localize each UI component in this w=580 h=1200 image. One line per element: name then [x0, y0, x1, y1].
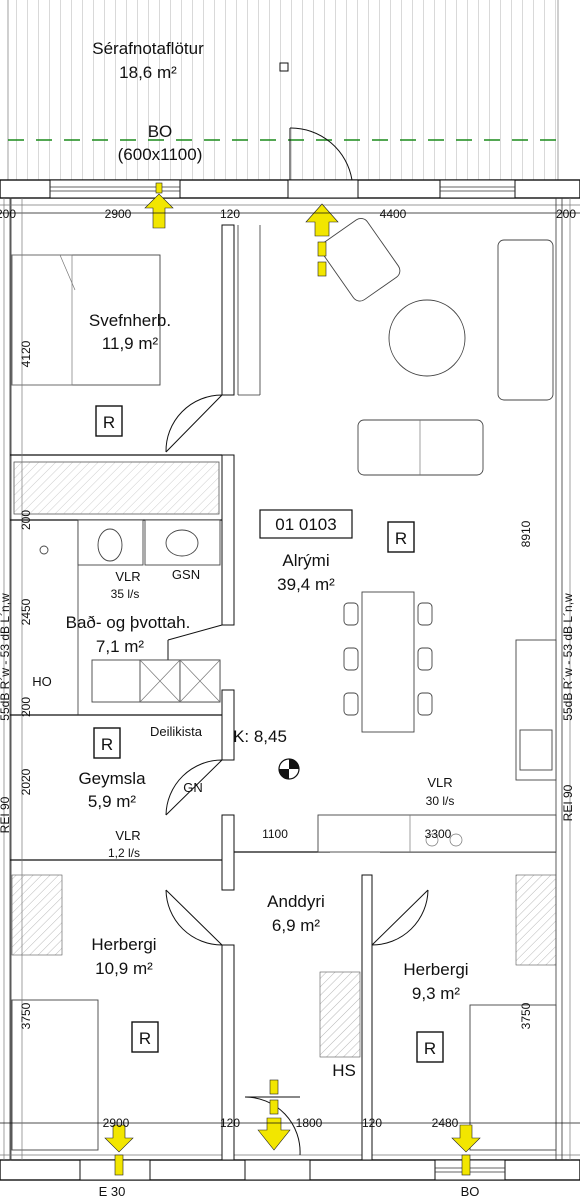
- ho-label: HO: [32, 674, 52, 689]
- dimension-lines: [0, 198, 580, 1160]
- bedroom-main-area: 11,9 m²: [102, 334, 159, 353]
- dim-bottom-1800: 1800: [296, 1116, 323, 1130]
- radiator-label: R: [103, 413, 115, 432]
- dim-living-depth: 8910: [519, 520, 533, 547]
- bath-area: 7,1 m²: [96, 637, 145, 656]
- entry-arrow-icon: [104, 1124, 134, 1176]
- living-furniture: [317, 217, 557, 853]
- terrace-area: 18,6 m²: [119, 63, 177, 82]
- dim-bedroom-depth: 4120: [19, 340, 33, 367]
- hall-area: 6,9 m²: [272, 916, 321, 935]
- radiator-box: [387, 521, 415, 553]
- dim-wall-200: 200: [19, 697, 33, 717]
- hall-name: Anddyri: [267, 892, 325, 911]
- dim-bed-left-depth: 3750: [19, 1002, 33, 1029]
- fire-rating-right: REI 90: [561, 784, 575, 821]
- living-name: Alrými: [282, 551, 329, 570]
- entry-arrow-icon: [305, 203, 339, 277]
- radiator-label: R: [101, 735, 113, 754]
- vlr-living-flow: 30 l/s: [426, 794, 455, 808]
- balcony-name: BO: [148, 122, 173, 141]
- dim-kitchen-3300: 3300: [425, 827, 452, 841]
- terrace-deck: [7, 0, 559, 180]
- dim-bottom-wall-1: 120: [220, 1116, 240, 1130]
- bedroom-main-name: Svefnherb.: [89, 311, 171, 330]
- entry-arrow-icon: [451, 1124, 481, 1176]
- entry-arrows: [104, 182, 481, 1176]
- bedroom-left-name: Herbergi: [91, 935, 156, 954]
- balcony-size: (600x1100): [118, 145, 203, 164]
- gn-label: GN: [183, 780, 203, 795]
- dim-top-right: 4400: [380, 207, 407, 221]
- radiator-label: R: [139, 1029, 151, 1048]
- gsn-label: GSN: [172, 567, 200, 582]
- sound-rating-right: 55dB R´w - 53 dB L´n,w: [561, 593, 575, 721]
- bedroom-right-name: Herbergi: [403, 960, 468, 979]
- fire-rating-left: REI 90: [0, 796, 12, 833]
- vlr-bath-label: VLR: [115, 569, 140, 584]
- bedroom-lower-furniture: [11, 874, 557, 1151]
- interior-walls: [10, 224, 556, 1161]
- apartment-id: 01 0103: [275, 515, 336, 534]
- dim-top-left: 2900: [105, 207, 132, 221]
- dim-edge-right: 200: [556, 207, 576, 221]
- bed-main: [11, 254, 220, 515]
- bottom-right-note: BO: [461, 1184, 480, 1199]
- living-area: 39,4 m²: [277, 575, 335, 594]
- storage-name: Geymsla: [78, 769, 146, 788]
- dim-bottom-right: 2480: [432, 1116, 459, 1130]
- wardrobe-hatch: [14, 462, 219, 514]
- radiator-box: [131, 1021, 159, 1053]
- dim-bottom-left: 2900: [103, 1116, 130, 1130]
- radiator-label: R: [395, 529, 407, 548]
- vlr-bath-flow: 35 l/s: [111, 587, 140, 601]
- deilikista-label: Deilikista: [150, 724, 203, 739]
- sound-rating-left: 55dB R´w - 53 dB L´n,w: [0, 593, 12, 721]
- storage-area: 5,9 m²: [88, 792, 137, 811]
- dim-storage-height: 2020: [19, 768, 33, 795]
- dim-bath-height: 2450: [19, 598, 33, 625]
- radiator-box: [416, 1031, 444, 1063]
- entry-arrow-icon: [144, 182, 174, 229]
- drain-icon: [279, 62, 289, 72]
- bedroom-left-area: 10,9 m²: [95, 959, 153, 978]
- terrace-name: Sérafnotaflötur: [92, 39, 204, 58]
- vlr-storage-label: VLR: [115, 828, 140, 843]
- exterior-walls: [0, 179, 580, 1181]
- dim-top-wall: 120: [220, 207, 240, 221]
- dim-bed-right-depth: 3750: [519, 1002, 533, 1029]
- bath-name: Bað- og þvottah.: [66, 613, 191, 632]
- apartment-id-box: [259, 509, 353, 539]
- dim-mid-1100: 1100: [262, 827, 288, 841]
- dim-wall-200: 200: [19, 510, 33, 530]
- bedroom-right-area: 9,3 m²: [412, 984, 461, 1003]
- bath-fixtures: [39, 519, 221, 703]
- dim-edge-left: 200: [0, 207, 16, 221]
- vlr-storage-flow: 1,2 l/s: [108, 846, 140, 860]
- radiator-box: [93, 727, 121, 759]
- hs-label: HS: [332, 1061, 356, 1080]
- level-label: K: 8,45: [233, 727, 287, 746]
- radiator-label: R: [424, 1039, 436, 1058]
- level-marker-icon: [278, 758, 300, 780]
- bottom-left-note: E 30: [99, 1184, 126, 1199]
- dim-bottom-wall-2: 120: [362, 1116, 382, 1130]
- vlr-living-label: VLR: [427, 775, 452, 790]
- entry-arrow-icon: [257, 1079, 291, 1151]
- radiator-box: [95, 405, 123, 437]
